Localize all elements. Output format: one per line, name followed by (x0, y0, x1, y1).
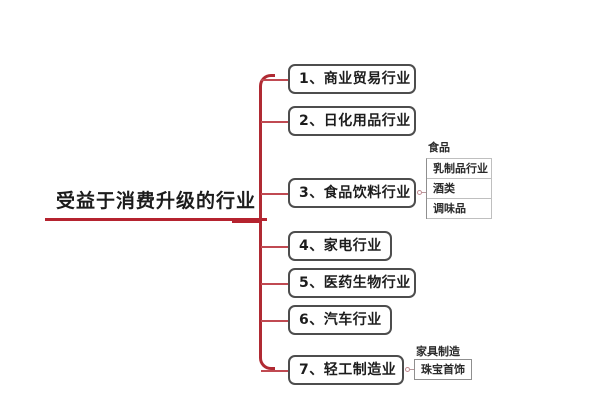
sub-branch-list-food: 乳制品行业 酒类 调味品 (426, 158, 492, 219)
sub-branch-header-furniture: 家具制造 (416, 345, 460, 358)
sub-branch-header-food: 食品 (428, 141, 450, 154)
branch-stub-6 (261, 320, 289, 322)
sub-list-item[interactable]: 酒类 (427, 179, 491, 199)
branch-stub-5 (261, 283, 289, 285)
branch-node-3[interactable]: 3、食品饮料行业 (288, 178, 416, 208)
branch-stub-3 (261, 193, 289, 195)
sub-branch-dot-7[interactable] (405, 367, 410, 372)
sub-branch-link-7 (410, 369, 416, 370)
root-node-label: 受益于消费升级的行业 (55, 190, 256, 212)
root-node[interactable]: 受益于消费升级的行业 (45, 186, 267, 224)
branch-node-5[interactable]: 5、医药生物行业 (288, 268, 416, 298)
branch-node-7[interactable]: 7、轻工制造业 (288, 355, 404, 385)
root-trunk-link (232, 220, 262, 223)
branch-node-4[interactable]: 4、家电行业 (288, 231, 392, 261)
root-underline (45, 218, 267, 221)
branch-node-1[interactable]: 1、商业贸易行业 (288, 64, 416, 94)
sub-branch-dot-3[interactable] (417, 190, 422, 195)
branch-stub-4 (261, 246, 289, 248)
branch-stub-7 (261, 370, 289, 372)
sub-list-item[interactable]: 乳制品行业 (427, 159, 491, 179)
sub-branch-link-3 (422, 192, 428, 193)
branch-stub-1 (261, 79, 289, 81)
sub-list-item[interactable]: 调味品 (427, 199, 491, 219)
branch-node-6[interactable]: 6、汽车行业 (288, 305, 392, 335)
branch-stub-2 (261, 121, 289, 123)
sub-branch-item-jewelry[interactable]: 珠宝首饰 (414, 359, 472, 380)
branch-node-2[interactable]: 2、日化用品行业 (288, 106, 416, 136)
